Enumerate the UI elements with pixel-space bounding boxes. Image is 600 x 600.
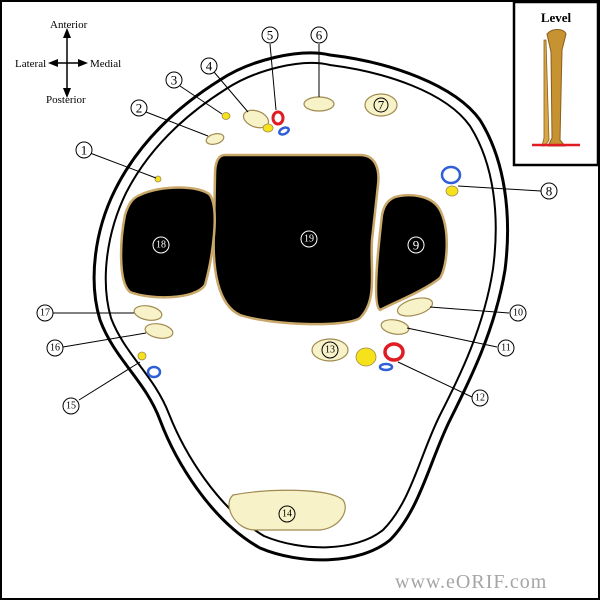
callout-6-text: 6 bbox=[316, 28, 323, 43]
leader-16 bbox=[62, 332, 147, 348]
callout-6: 6 bbox=[310, 26, 328, 44]
leader-11 bbox=[406, 327, 498, 348]
artery-5 bbox=[271, 110, 285, 126]
callouts: 1 2 3 4 5 6 7 8 9 10 11 12 13 14 15 16 1… bbox=[36, 26, 558, 523]
skin-outer-outline bbox=[92, 51, 510, 562]
arrow-left-icon bbox=[48, 59, 58, 67]
label-posterior: Posterior bbox=[46, 94, 86, 106]
level-inset: Level bbox=[512, 0, 600, 167]
callout-2-text: 2 bbox=[136, 101, 143, 116]
skin-inner-outline bbox=[104, 61, 497, 549]
callout-15-text: 15 bbox=[66, 401, 76, 412]
leader-15 bbox=[78, 361, 141, 401]
leader-10 bbox=[429, 306, 510, 314]
label-medial: Medial bbox=[90, 58, 121, 70]
leader-8 bbox=[457, 185, 542, 192]
tendon-2 bbox=[205, 133, 225, 145]
callout-13: 13 bbox=[321, 341, 339, 359]
tendon-10 bbox=[396, 297, 434, 317]
tendon-4 bbox=[242, 109, 270, 129]
bone-19 bbox=[212, 153, 380, 326]
orientation-compass: Anterior Posterior Lateral Medial bbox=[15, 19, 121, 106]
arrow-up-icon bbox=[63, 28, 71, 38]
callout-18: 18 bbox=[152, 236, 170, 254]
callout-19: 19 bbox=[300, 230, 318, 248]
callout-9: 9 bbox=[407, 236, 425, 254]
watermark-text: www.eORIF.com bbox=[395, 571, 547, 593]
callout-3-text: 3 bbox=[171, 73, 178, 88]
leader-4 bbox=[213, 71, 249, 113]
leader-3 bbox=[179, 85, 223, 115]
callout-14-text: 14 bbox=[282, 509, 292, 520]
nerve-8 bbox=[445, 185, 459, 197]
nerve-12 bbox=[355, 347, 377, 367]
tendon-14 bbox=[228, 489, 346, 531]
vein-5 bbox=[278, 126, 290, 136]
callout-12-text: 12 bbox=[475, 393, 485, 404]
callout-18-text: 18 bbox=[156, 240, 166, 251]
tendon-17 bbox=[133, 305, 163, 321]
callout-16-text: 16 bbox=[50, 343, 60, 354]
callout-12: 12 bbox=[471, 389, 489, 407]
callout-15: 15 bbox=[62, 397, 80, 415]
callout-10: 10 bbox=[509, 304, 527, 322]
leader-lines bbox=[53, 43, 542, 401]
vein-15 bbox=[146, 365, 162, 379]
vein-8 bbox=[440, 165, 462, 185]
callout-17: 17 bbox=[36, 304, 54, 322]
callout-17-text: 17 bbox=[40, 308, 50, 319]
callout-3: 3 bbox=[165, 71, 183, 89]
callout-19-text: 19 bbox=[304, 234, 314, 245]
leader-2 bbox=[145, 111, 209, 137]
callout-1-text: 1 bbox=[81, 143, 88, 158]
callout-4-text: 4 bbox=[206, 59, 213, 74]
callout-11-text: 11 bbox=[501, 343, 511, 354]
callout-5-text: 5 bbox=[267, 28, 274, 43]
callout-4: 4 bbox=[200, 57, 218, 75]
callout-2: 2 bbox=[130, 99, 148, 117]
nerve-15 bbox=[137, 351, 147, 361]
callout-10-text: 10 bbox=[513, 308, 523, 319]
tendon-13 bbox=[311, 338, 349, 362]
callout-1: 1 bbox=[75, 141, 93, 159]
tendon-11 bbox=[380, 319, 410, 335]
callout-8: 8 bbox=[540, 182, 558, 200]
tendon-7 bbox=[364, 93, 398, 117]
leader-12 bbox=[397, 361, 473, 398]
nerve-1 bbox=[154, 175, 162, 183]
nerve-3 bbox=[221, 112, 231, 120]
leader-1 bbox=[89, 152, 157, 179]
callout-9-text: 9 bbox=[413, 238, 420, 253]
callout-14: 14 bbox=[278, 505, 296, 523]
tendon-6 bbox=[303, 96, 335, 112]
arrow-down-icon bbox=[63, 88, 71, 98]
callout-13-text: 13 bbox=[325, 345, 335, 356]
vein-12 bbox=[378, 362, 394, 372]
callout-16: 16 bbox=[46, 339, 64, 357]
leader-5 bbox=[269, 43, 277, 111]
label-lateral: Lateral bbox=[15, 58, 46, 70]
callout-8-text: 8 bbox=[546, 184, 553, 199]
callout-11: 11 bbox=[497, 339, 515, 357]
artery-12 bbox=[383, 342, 405, 362]
arrow-right-icon bbox=[78, 59, 88, 67]
tendon-16 bbox=[144, 323, 174, 339]
bone-9 bbox=[374, 193, 448, 312]
level-inset-title: Level bbox=[541, 10, 572, 25]
nerve-5 bbox=[262, 123, 274, 133]
callout-5: 5 bbox=[261, 26, 279, 44]
callout-7: 7 bbox=[373, 97, 389, 113]
callout-7-text: 7 bbox=[378, 98, 385, 113]
label-anterior: Anterior bbox=[50, 19, 88, 31]
